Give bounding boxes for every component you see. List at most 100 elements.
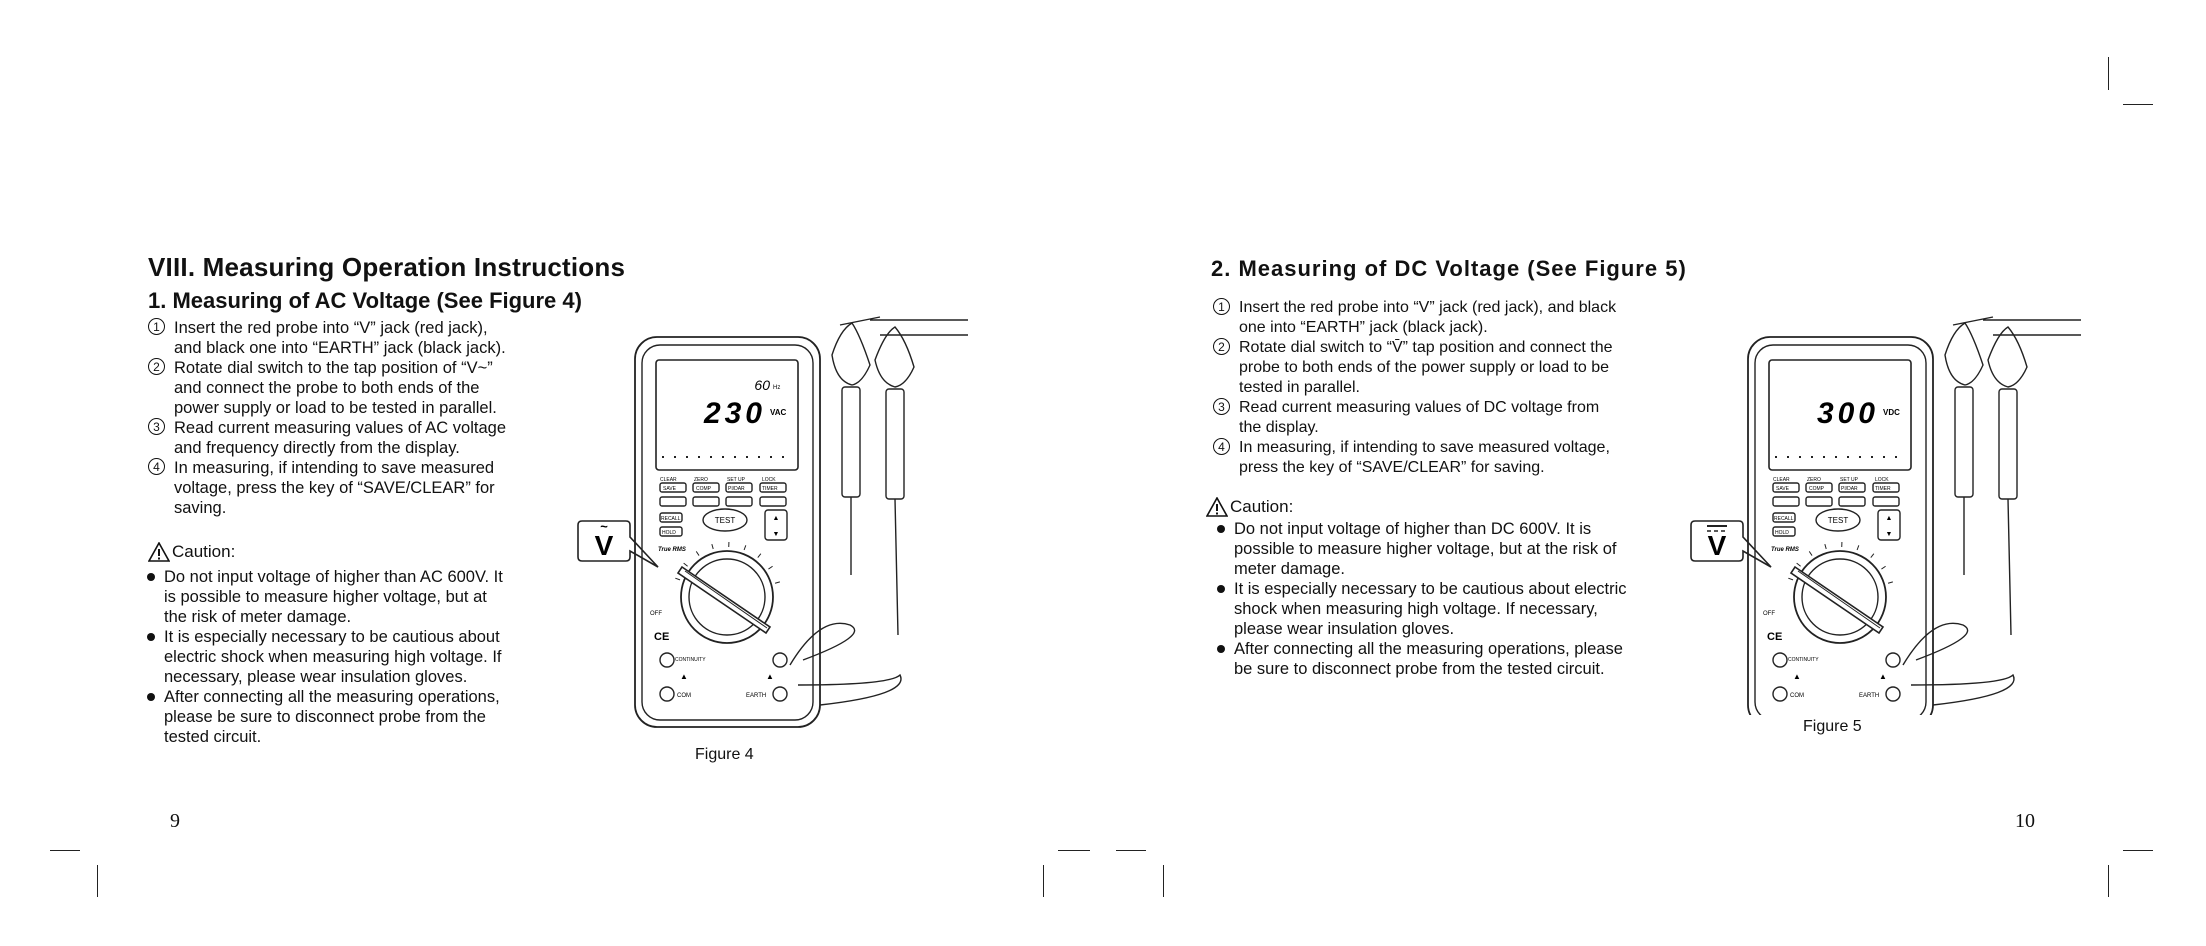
chapter-title: VIII. Measuring Operation Instructions bbox=[148, 252, 626, 282]
key-label: CLEAR bbox=[660, 477, 677, 483]
earth-jack bbox=[1885, 686, 1901, 702]
key-button bbox=[1805, 482, 1833, 493]
step-number-icon: 4 bbox=[1213, 438, 1230, 455]
key-label: RECALL bbox=[1774, 516, 1794, 522]
caution-line: the risk of meter damage. bbox=[164, 608, 352, 626]
caution-line: tested circuit. bbox=[164, 728, 262, 746]
key-label: SAVE bbox=[1776, 486, 1790, 492]
step-line: Insert the red probe into “V” jack (red … bbox=[1239, 299, 1617, 316]
key-button bbox=[1772, 526, 1796, 537]
key-label: PI/DAR bbox=[728, 486, 745, 492]
key-label: TIMER bbox=[1875, 486, 1891, 492]
probe-lead bbox=[1963, 497, 2012, 636]
warning-icon bbox=[148, 542, 170, 562]
dial-tick bbox=[774, 581, 781, 584]
step-line: Rotate dial switch to “V̄” tap position … bbox=[1239, 339, 1613, 356]
dial-tick bbox=[768, 565, 773, 570]
bullet-icon bbox=[1217, 525, 1225, 533]
dial-tick bbox=[1856, 545, 1860, 551]
caution-heading: Caution: bbox=[1206, 497, 1293, 517]
test-button bbox=[1815, 508, 1861, 532]
key-label: COMP bbox=[1809, 486, 1825, 492]
caution-line: please be sure to disconnect probe from … bbox=[164, 708, 486, 726]
jack bbox=[659, 652, 675, 668]
step-number-icon: 1 bbox=[1213, 298, 1230, 315]
key-label: HOLD bbox=[1775, 530, 1789, 536]
key-button bbox=[1772, 482, 1800, 493]
test-label: TEST bbox=[1828, 516, 1849, 525]
reading-unit: VAC bbox=[770, 408, 787, 417]
step-line: and connect the probe to both ends of th… bbox=[174, 379, 480, 397]
arrow-keys bbox=[1877, 509, 1901, 541]
v-jack bbox=[1885, 652, 1901, 668]
probe-lead bbox=[1910, 673, 2015, 706]
probe-lead bbox=[797, 673, 902, 706]
caution-line: After connecting all the measuring opera… bbox=[164, 688, 500, 706]
caution-item: It is especially necessary to be cautiou… bbox=[1216, 579, 1656, 639]
step-line: voltage, press the key of “SAVE/CLEAR” f… bbox=[174, 479, 495, 497]
dial-tick bbox=[757, 553, 762, 558]
step-number-icon: 2 bbox=[1213, 338, 1230, 355]
key-button bbox=[1838, 496, 1866, 507]
crop-mark bbox=[2123, 104, 2153, 105]
bullet-icon bbox=[147, 693, 155, 701]
caution-line: meter damage. bbox=[1234, 560, 1345, 578]
arrow-keys bbox=[764, 509, 788, 541]
warning-icon: ▲ bbox=[1879, 672, 1887, 681]
left-page: VIII. Measuring Operation Instructions 1… bbox=[146, 252, 980, 832]
caution-item: After connecting all the measuring opera… bbox=[1216, 639, 1656, 679]
key-label: ZERO bbox=[694, 477, 708, 483]
probe-body bbox=[885, 388, 905, 500]
dial-tick bbox=[711, 543, 714, 550]
key-label: CLEAR bbox=[1773, 477, 1790, 483]
bullet-icon bbox=[1217, 645, 1225, 653]
meter-body bbox=[1747, 336, 1934, 728]
key-button bbox=[1838, 482, 1866, 493]
probe-body bbox=[1954, 386, 1974, 498]
alligator-clip bbox=[831, 322, 871, 386]
key-button bbox=[659, 512, 683, 523]
warning-icon: ▲ bbox=[766, 672, 774, 681]
crop-mark bbox=[1043, 865, 1044, 897]
step-line: press the key of “SAVE/CLEAR” for saving… bbox=[1239, 459, 1545, 476]
step-number-icon: 4 bbox=[148, 458, 165, 475]
up-arrow-icon: ▲ bbox=[1886, 515, 1893, 522]
alligator-clip bbox=[1987, 326, 2028, 388]
rotary-dial bbox=[1793, 550, 1887, 644]
dial-pointer bbox=[676, 565, 772, 635]
key-button bbox=[759, 496, 787, 507]
probe-body bbox=[841, 386, 861, 498]
caution-line: is possible to measure higher voltage, b… bbox=[164, 588, 487, 606]
com-label: COM bbox=[677, 693, 691, 699]
v-jack bbox=[772, 652, 788, 668]
caution-label: Caution: bbox=[1230, 497, 1294, 516]
step-line: probe to both ends of the power supply o… bbox=[1239, 359, 1610, 376]
alligator-clip bbox=[874, 326, 915, 388]
dial-tick bbox=[743, 545, 747, 551]
dc-cautions-list: Do not input voltage of higher than DC 6… bbox=[1216, 519, 1656, 679]
key-label: TIMER bbox=[762, 486, 778, 492]
page-number: 9 bbox=[170, 810, 180, 832]
step-line: and black one into “EARTH” jack (black j… bbox=[174, 339, 506, 357]
caution-line: electric shock when measuring high volta… bbox=[164, 648, 502, 666]
step-line: and frequency directly from the display. bbox=[174, 439, 460, 457]
caution-line: Do not input voltage of higher than AC 6… bbox=[164, 568, 503, 586]
off-label: OFF bbox=[650, 611, 662, 617]
step-number-icon: 3 bbox=[148, 418, 165, 435]
page-number: 10 bbox=[2015, 810, 2035, 832]
step-line: saving. bbox=[174, 499, 227, 517]
caution-item: After connecting all the measuring opera… bbox=[146, 687, 542, 747]
dial-tick bbox=[1808, 551, 1813, 556]
warning-icon: ▲ bbox=[1793, 672, 1801, 681]
reading-unit: VDC bbox=[1883, 408, 1900, 417]
key-button bbox=[759, 482, 787, 493]
section-title-dc: 2. Measuring of DC Voltage (See Figure 5… bbox=[1211, 256, 1687, 281]
section-title-ac: 1. Measuring of AC Voltage (See Figure 4… bbox=[148, 288, 582, 313]
caution-line: Do not input voltage of higher than DC 6… bbox=[1234, 520, 1592, 538]
